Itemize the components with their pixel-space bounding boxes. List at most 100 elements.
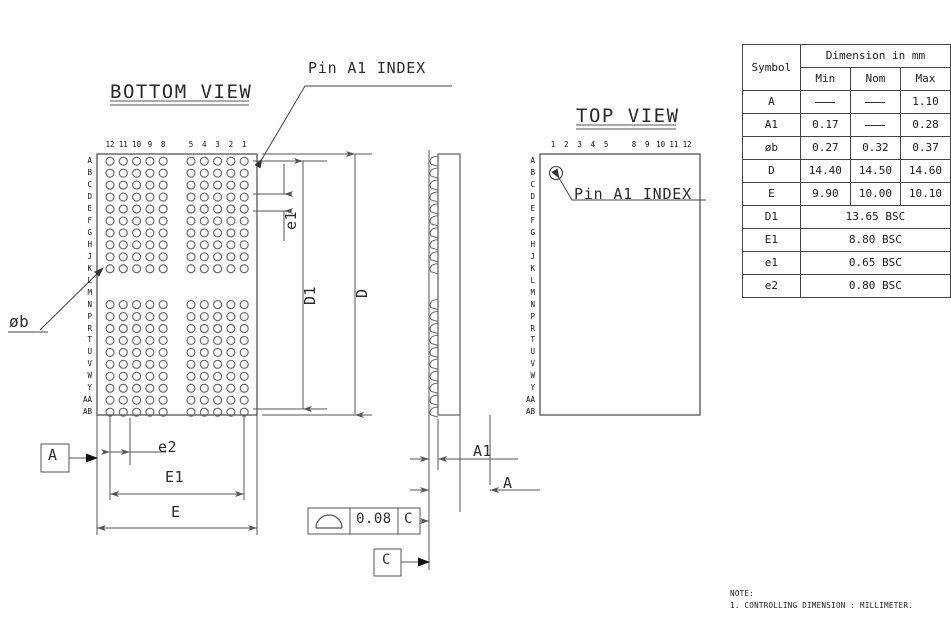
solder-ball-section — [429, 155, 439, 167]
row-label-AA: AA — [82, 395, 92, 405]
ball-pad — [105, 395, 115, 405]
ball-pad — [239, 300, 249, 310]
ball-pad — [199, 216, 209, 226]
solder-ball-section — [429, 167, 439, 179]
ball-pad — [239, 311, 249, 322]
col-label-12: 12 — [105, 140, 115, 149]
solder-ball-section — [429, 239, 439, 251]
ball-pad — [239, 156, 249, 166]
ball-pad — [213, 335, 223, 346]
solder-ball-profile — [429, 155, 439, 418]
solder-ball-section — [429, 179, 439, 191]
ball-pad — [226, 311, 236, 322]
solder-ball-section — [429, 370, 439, 382]
ball-pad — [158, 371, 168, 381]
ball-pad — [199, 252, 209, 262]
fcf-tolerance-value: 0.08 — [356, 511, 392, 527]
table-header-max: Max — [899, 67, 951, 91]
col-label-1: 1 — [241, 140, 247, 149]
top-row-label-J: J — [530, 251, 535, 261]
top-row-label-W: W — [530, 371, 535, 381]
row-label-Y: Y — [87, 383, 92, 393]
table-cell-symbol: D — [742, 159, 801, 183]
datum-c-symbol: C — [382, 552, 391, 568]
row-label-K: K — [87, 263, 92, 273]
ball-pad — [158, 359, 168, 369]
ball-pad — [105, 371, 115, 381]
ball-pad — [145, 180, 155, 190]
table-header-symbol: Symbol — [742, 44, 801, 91]
ball-pad — [239, 335, 249, 346]
table-cell-value: 13.65 BSC — [799, 205, 951, 229]
ball-pad — [132, 323, 142, 334]
ball-pad — [213, 240, 223, 250]
ball-pad — [186, 168, 196, 178]
col-label-10: 10 — [132, 140, 142, 149]
top-row-label-AB: AB — [525, 407, 535, 417]
ball-pad — [118, 371, 128, 381]
ball-pad — [226, 240, 236, 250]
table-cell-symbol: A — [742, 90, 801, 114]
ball-pad — [118, 359, 128, 369]
ball-pad — [145, 204, 155, 214]
top-row-label-M: M — [530, 287, 535, 297]
ball-pad — [158, 347, 168, 357]
ball-pad — [118, 216, 128, 226]
ball-pad — [118, 383, 128, 393]
ball-pad — [145, 264, 155, 274]
top-row-label-N: N — [530, 299, 535, 309]
row-label-H: H — [87, 239, 92, 249]
ball-pad — [118, 192, 128, 202]
col-label-4: 4 — [202, 140, 207, 149]
table-cell-symbol: øb — [742, 136, 801, 160]
ball-pad — [226, 359, 236, 369]
pin-a1-index-callout-top: Pin A1 INDEX — [574, 185, 692, 203]
row-label-D: D — [87, 192, 92, 202]
ball-pad — [145, 216, 155, 226]
ball-pad — [145, 311, 155, 322]
ball-pad — [186, 347, 196, 357]
top-row-label-K: K — [530, 263, 535, 273]
ball-array-bottom — [105, 156, 249, 417]
solder-ball-section — [429, 323, 439, 334]
top-row-label-A: A — [530, 156, 535, 166]
ball-pad — [213, 264, 223, 274]
ball-pad — [158, 168, 168, 178]
top-col-label-1: 1 — [550, 140, 556, 149]
col-label-2: 2 — [228, 140, 234, 149]
ball-pad — [158, 323, 168, 334]
ball-pad — [132, 168, 142, 178]
ball-pad — [226, 383, 236, 393]
ball-pad — [132, 240, 142, 250]
row-label-G: G — [87, 227, 92, 237]
ball-pad — [145, 228, 155, 238]
table-cell-max: 0.37 — [899, 136, 951, 160]
row-label-M: M — [87, 287, 92, 297]
ball-pad — [239, 168, 249, 178]
ball-pad — [158, 204, 168, 214]
ball-pad — [226, 371, 236, 381]
table-cell-min: 9.90 — [799, 182, 851, 206]
top-row-label-E: E — [530, 204, 535, 213]
ball-pad — [213, 383, 223, 393]
ball-pad — [118, 156, 128, 166]
ball-pad — [199, 240, 209, 250]
ball-pad — [226, 252, 236, 262]
table-cell-max: 1.10 — [899, 90, 951, 114]
ball-pad — [158, 300, 168, 310]
solder-ball-section — [429, 334, 439, 346]
row-label-J: J — [87, 251, 92, 261]
ball-pad — [186, 383, 196, 393]
ball-pad — [199, 156, 209, 166]
top-row-label-L: L — [530, 275, 535, 285]
row-label-A: A — [87, 156, 92, 166]
ball-pad — [118, 395, 128, 405]
top-row-label-AA: AA — [525, 395, 535, 405]
ball-pad — [118, 264, 128, 274]
ball-pad — [226, 168, 236, 178]
ball-pad — [132, 216, 142, 226]
ball-pad — [105, 180, 115, 190]
ball-pad — [186, 395, 196, 405]
